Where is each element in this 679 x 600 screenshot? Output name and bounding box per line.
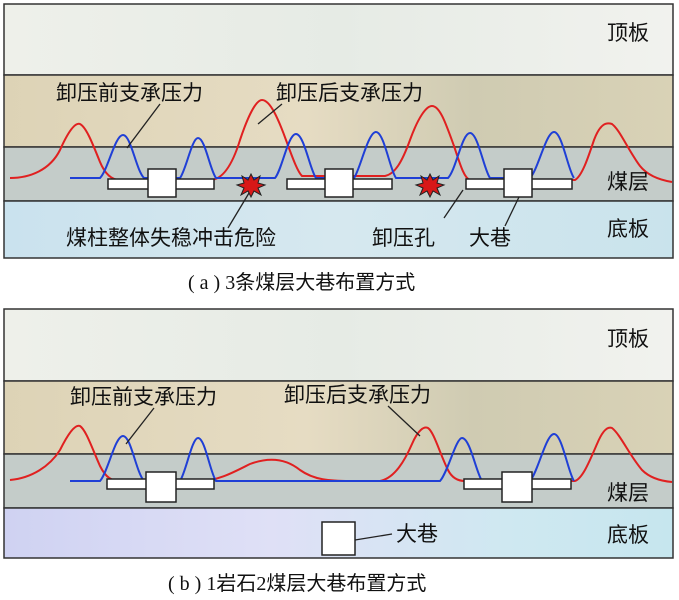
roadway-box [324, 168, 354, 198]
stratum-layer [3, 74, 674, 148]
after-relief-label: 卸压后支承压力 [276, 81, 423, 105]
floor-label: 底板 [607, 523, 649, 547]
burst-icon [235, 172, 267, 199]
roof-layer [3, 3, 674, 76]
floor-layer [3, 200, 674, 259]
leader-line [354, 533, 393, 541]
before-relief-label: 卸压前支承压力 [70, 385, 217, 409]
leader-line [125, 407, 155, 445]
roadway-box [503, 168, 533, 198]
roadway-box [501, 471, 533, 503]
caption-b: ( b ) 1岩石2煤层大巷布置方式 [168, 572, 426, 595]
roadway-1 [107, 168, 215, 198]
leader-line [227, 192, 250, 229]
panel-a: 顶板 卸压前支承压力 卸压后支承压力 煤层 煤柱整体失稳冲击危险 卸压孔 大巷 … [3, 3, 674, 294]
panel-b: 顶板 卸压前支承压力 卸压后支承压力 煤层 大巷 底板 ( b ) 1岩石2煤层… [3, 308, 674, 595]
caption-a: ( a ) 3条煤层大巷布置方式 [188, 271, 415, 294]
floor-label: 底板 [607, 217, 649, 241]
leader-line [443, 189, 464, 219]
coal-seam-label: 煤层 [607, 170, 649, 194]
roadway-2 [463, 471, 572, 503]
leader-line [387, 405, 421, 437]
instability-risk-label: 煤柱整体失稳冲击危险 [66, 226, 276, 250]
leader-line [504, 196, 520, 227]
after-relief-pressure-curve [9, 424, 673, 483]
after-relief-label: 卸压后支承压力 [284, 383, 431, 407]
leader-line [257, 103, 283, 125]
rock-roadway-box [321, 521, 356, 556]
roof-layer [3, 308, 674, 382]
roadway-2 [286, 168, 393, 198]
burst-icon [414, 172, 446, 199]
roadway-1 [106, 471, 215, 503]
roadway-label: 大巷 [396, 522, 438, 546]
before-relief-pressure-curve [70, 130, 575, 179]
roadway-label: 大巷 [469, 226, 511, 250]
roadway-box [145, 471, 177, 503]
leader-line [126, 103, 161, 149]
roadway-box [147, 168, 177, 198]
relief-hole-label: 卸压孔 [372, 226, 435, 250]
roof-label: 顶板 [607, 21, 649, 45]
before-relief-label: 卸压前支承压力 [56, 81, 203, 105]
roof-label: 顶板 [607, 327, 649, 351]
coal-seam-label: 煤层 [607, 481, 649, 505]
roadway-3 [465, 168, 573, 198]
